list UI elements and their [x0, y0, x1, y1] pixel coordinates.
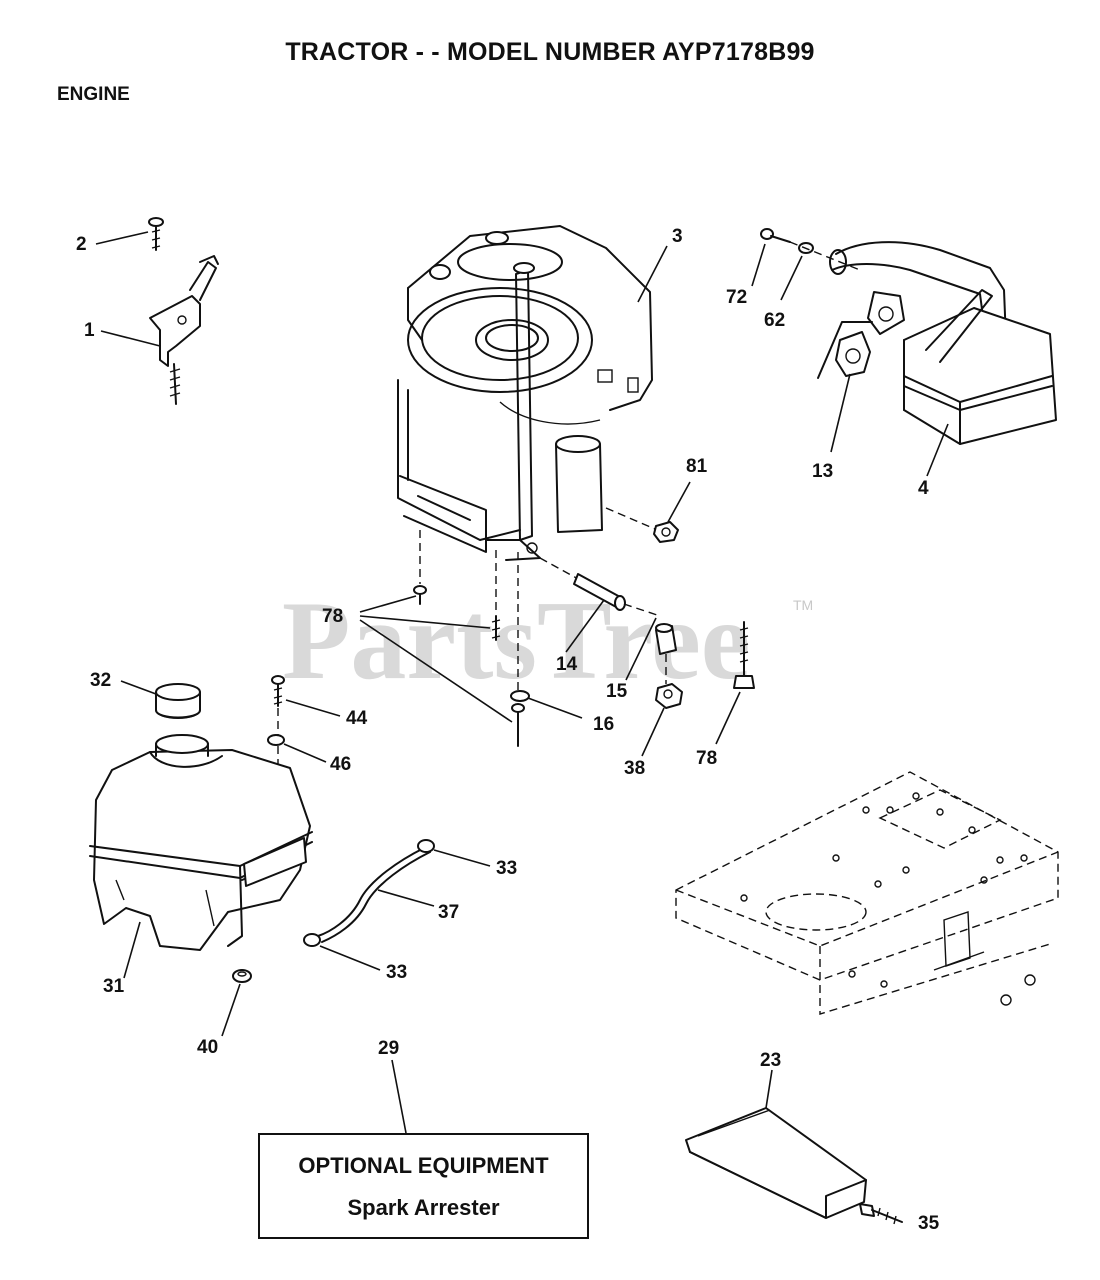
bushing-15 — [655, 623, 677, 655]
callout-35: 35 — [918, 1213, 940, 1234]
shield-23 — [685, 1107, 867, 1219]
throttle-bracket — [149, 255, 219, 405]
callout-46: 46 — [330, 754, 351, 775]
grommet-40 — [232, 969, 252, 983]
callout-72: 72 — [726, 287, 747, 308]
optional-equipment-box: OPTIONAL EQUIPMENT Spark Arrester — [258, 1133, 589, 1239]
washer-16 — [510, 690, 530, 702]
callout-1: 1 — [84, 320, 95, 341]
screw-44 — [271, 675, 285, 707]
nut-38 — [655, 683, 683, 709]
callout-32: 32 — [90, 670, 111, 691]
callout-38: 38 — [624, 758, 645, 779]
washer-46 — [267, 734, 285, 746]
engine — [397, 225, 653, 561]
callout-13: 13 — [812, 461, 833, 482]
callout-62: 62 — [764, 310, 785, 331]
bolt-78-c — [511, 703, 525, 747]
callout-40: 40 — [197, 1037, 218, 1058]
bolt-78-b — [491, 615, 501, 641]
nut-81 — [653, 521, 679, 543]
bolt-78-a — [413, 585, 427, 605]
callout-14: 14 — [556, 654, 578, 675]
callout-29: 29 — [378, 1038, 399, 1059]
fuel-cap-32 — [155, 683, 201, 719]
screw-35 — [859, 1203, 903, 1225]
callout-31: 31 — [103, 976, 125, 997]
fuel-line-37 — [317, 847, 431, 943]
optional-equipment-heading: OPTIONAL EQUIPMENT — [298, 1153, 549, 1178]
callout-2: 2 — [76, 234, 87, 255]
muffler — [829, 241, 1057, 445]
page-title: TRACTOR - - MODEL NUMBER AYP7178B99 — [285, 38, 815, 66]
bolt-72 — [760, 228, 791, 243]
watermark: PartsTree — [282, 579, 751, 703]
screw-2 — [148, 217, 164, 251]
bolt-78-d — [733, 621, 755, 689]
callout-78-a: 78 — [322, 606, 343, 627]
callout-4: 4 — [918, 478, 929, 499]
callout-78-b: 78 — [696, 748, 717, 769]
callout-16: 16 — [593, 714, 614, 735]
optional-equipment-item: Spark Arrester — [347, 1195, 500, 1220]
callout-33-b: 33 — [386, 962, 407, 983]
spacer-14 — [573, 573, 626, 611]
callout-33-a: 33 — [496, 858, 517, 879]
callout-44: 44 — [346, 708, 368, 729]
clamp-33-b — [303, 933, 321, 947]
callout-37: 37 — [438, 902, 459, 923]
watermark-tm: TM — [793, 597, 813, 613]
gasket-13 — [817, 321, 873, 379]
clamp-33-a — [417, 839, 435, 853]
chassis-plate — [675, 771, 1059, 1015]
callout-23: 23 — [760, 1050, 781, 1071]
section-label: ENGINE — [57, 84, 130, 105]
fuel-tank-31 — [89, 734, 313, 951]
callout-15: 15 — [606, 681, 628, 702]
callout-3: 3 — [672, 226, 683, 247]
callout-81: 81 — [686, 456, 708, 477]
